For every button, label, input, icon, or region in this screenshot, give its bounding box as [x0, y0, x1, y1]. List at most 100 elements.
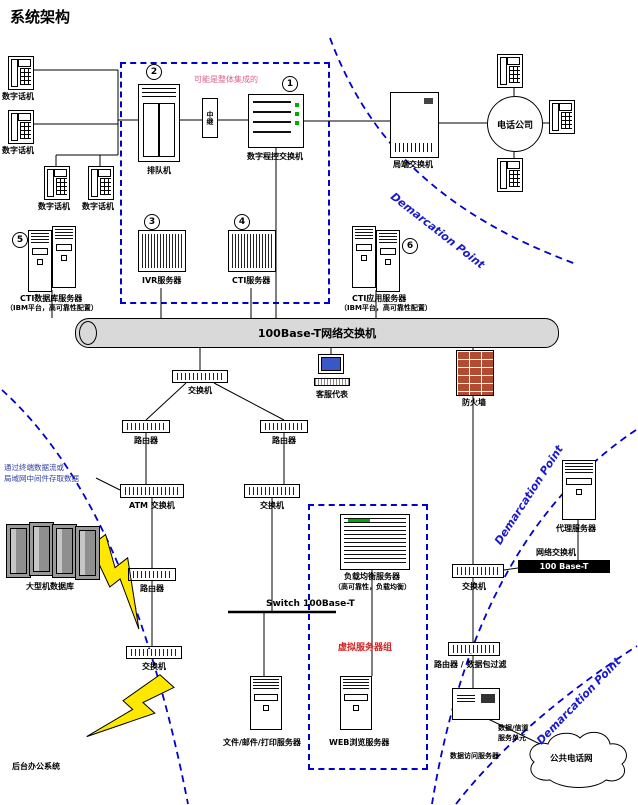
- phone-screen: [559, 103, 572, 111]
- handset-icon: [91, 169, 98, 197]
- handset-icon: [552, 103, 559, 131]
- label-telco: 电话公司: [496, 120, 533, 131]
- pbx-icon: [248, 94, 304, 148]
- router-icon: [122, 420, 170, 433]
- cabinet-door: [33, 526, 50, 572]
- device-display: [481, 694, 495, 703]
- label-pstn: 公共电话网: [550, 754, 593, 764]
- mainframe-cabinet-icon: [52, 524, 77, 578]
- tower-drive-bay: [380, 248, 396, 255]
- tower-button: [353, 705, 359, 711]
- switch-icon: [452, 564, 504, 578]
- phone-screen: [507, 57, 520, 65]
- label-net-switch: 网络交换机: [536, 548, 576, 557]
- tower-button: [385, 259, 391, 265]
- tower-server-icon: [52, 226, 76, 288]
- telco-circle: 电话公司: [487, 96, 543, 152]
- tower-vents: [355, 229, 373, 241]
- phone-screen: [98, 169, 111, 177]
- label-cti-server: CTI服务器: [232, 276, 271, 285]
- tower-drive-bay: [32, 248, 48, 255]
- rack-rows: [344, 518, 406, 566]
- note-lan-1: 通过终端数据流或: [4, 463, 64, 472]
- handset-icon: [500, 57, 507, 85]
- digital-phone-icon: [8, 110, 34, 144]
- router-icon: [128, 568, 176, 581]
- badge-2: 2: [146, 64, 162, 80]
- monitor-screen: [321, 357, 341, 371]
- badge-1: 1: [282, 76, 298, 92]
- phone-keypad: [56, 178, 67, 195]
- phone-keypad: [509, 66, 520, 83]
- label-backbone: 100Base-T网络交换机: [257, 327, 377, 340]
- atm-switch-icon: [120, 484, 184, 498]
- device-vents: [457, 695, 475, 703]
- tower-button: [576, 489, 582, 495]
- phone-keypad: [561, 112, 572, 129]
- tower-vents: [55, 229, 73, 241]
- file-server-icon: [250, 676, 282, 730]
- cabinet-door: [159, 103, 175, 157]
- tower-button: [361, 255, 367, 261]
- phone-screen: [18, 113, 31, 121]
- web-server-icon: [340, 676, 372, 730]
- handset-icon: [47, 169, 54, 197]
- pbx-group-dashed-box: [120, 62, 330, 304]
- cylinder-cap: [79, 321, 97, 345]
- badge-6: 6: [402, 238, 418, 254]
- digital-phone-icon: [497, 158, 523, 192]
- tower-vents: [253, 679, 279, 691]
- router-filter-icon: [448, 642, 500, 656]
- co-switch-ports: [395, 143, 434, 152]
- cabinet-door: [79, 530, 96, 576]
- switch-icon: [126, 646, 182, 659]
- label-mainframe-db: 大型机数据库: [26, 582, 74, 591]
- co-switch-icon: [390, 92, 439, 158]
- digital-phone-icon: [497, 54, 523, 88]
- virtual-server-group-dashed-box: [308, 504, 428, 770]
- tower-vents: [379, 233, 397, 245]
- label-router-2: 路由器: [272, 436, 296, 445]
- cabinet-door: [56, 528, 73, 574]
- cabinet-door: [143, 103, 159, 157]
- phone-screen: [18, 59, 31, 67]
- label-csu-1: 数据/信道: [498, 724, 529, 732]
- label-data-access-server: 数据访问服务器: [450, 752, 499, 760]
- load-balancer-icon: [340, 514, 410, 570]
- badge-5: 5: [12, 232, 28, 248]
- switch-icon: [172, 370, 228, 383]
- connector-lines: [32, 69, 579, 745]
- phone-keypad: [20, 68, 31, 85]
- label-router-filter: 路由器 / 数据包过滤: [434, 660, 507, 669]
- digital-phone-icon: [549, 100, 575, 134]
- pbx-slots: [253, 101, 291, 141]
- phone-screen: [507, 161, 520, 169]
- label-pbx: 数字程控交换机: [247, 152, 303, 161]
- label-digital-phone-4: 数字话机: [82, 202, 114, 211]
- label-firewall: 防火墙: [462, 398, 486, 407]
- badge-4: 4: [234, 214, 250, 230]
- handset-icon: [11, 113, 18, 141]
- label-ivr-server: IVR服务器: [142, 276, 182, 285]
- digital-phone-icon: [44, 166, 70, 200]
- label-router-1: 路由器: [134, 436, 158, 445]
- queue-machine-icon: [138, 84, 180, 162]
- tower-drive-bay: [356, 244, 372, 251]
- tower-drive-bay: [254, 694, 278, 701]
- cabinet-door: [10, 528, 27, 574]
- tower-vents: [343, 679, 369, 691]
- mainframe-cabinet-icon: [6, 524, 31, 578]
- label-cti-app-2: （IBM平台，高可靠性配置）: [340, 304, 432, 312]
- label-csu-2: 服务单元: [498, 734, 526, 742]
- mainframe-cabinet-icon: [75, 526, 100, 580]
- label-cti-db-2: （IBM平台，高可靠性配置）: [6, 304, 98, 312]
- label-digital-phone-3: 数字话机: [38, 202, 70, 211]
- demarcation-arcs: [1, 37, 638, 805]
- tower-vents: [565, 463, 593, 475]
- label-switch-bus: Switch 100Base-T: [266, 599, 355, 609]
- tower-vents: [31, 233, 49, 245]
- label-agent: 客服代表: [316, 390, 348, 399]
- trunk-box: 中继: [202, 98, 218, 138]
